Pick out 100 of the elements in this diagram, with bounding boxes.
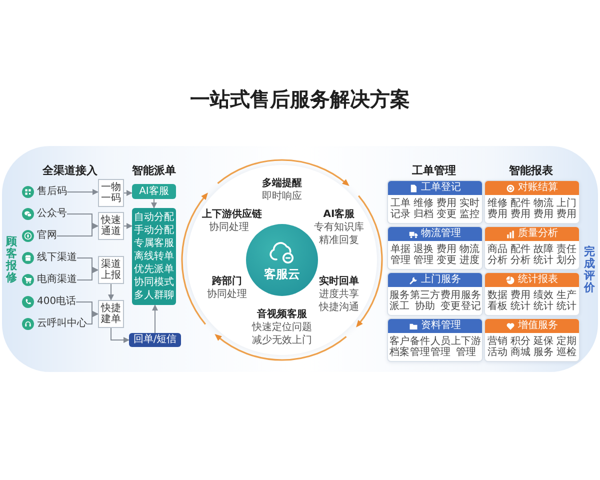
channel-label: 售后码 [37, 186, 67, 198]
side-label: 顾客报修 [6, 236, 17, 284]
arrow [110, 328, 130, 343]
feature-title: 音视频客服 [257, 309, 307, 321]
card-item: 定期巡检 [556, 336, 576, 358]
feature-title: AI客服 [323, 209, 355, 221]
channel-label: 云呼叫中心 [37, 318, 87, 330]
card-item: 积分商城 [510, 336, 530, 358]
card-item: 营销活动 [488, 336, 508, 358]
module-card [484, 318, 580, 362]
column-heading: 智能报表 [509, 163, 553, 178]
card-item: 人员管理 [430, 336, 450, 358]
step-box: 渠道上报 [98, 256, 124, 284]
arrow [124, 190, 132, 196]
arrow [66, 189, 98, 195]
module-card [484, 180, 580, 224]
feature-title: 实时回单 [319, 276, 359, 288]
feature-title: 跨部门 [212, 276, 242, 288]
dispatch-option: 自动分配 [132, 211, 176, 224]
feature-text: 减少无效上门 [252, 335, 312, 347]
channel-label: 官网 [37, 230, 57, 242]
card-item: 物流费用 [534, 198, 554, 220]
arrow [124, 223, 132, 229]
card-item: 维修费用 [488, 198, 508, 220]
dispatch-box: AI客服 [132, 184, 176, 199]
core-title: 客服云 [264, 266, 300, 280]
dispatch-option: 优先派单 [132, 263, 176, 276]
card-item: 上下游管理 [450, 336, 481, 358]
dispatch-option: 手动分配 [132, 224, 176, 237]
card-title: 工单登记 [421, 182, 461, 194]
card-item: 配件费用 [510, 198, 530, 220]
module-card [484, 226, 580, 270]
feature-text: 协同处理 [207, 289, 247, 301]
card-item: 延保服务 [534, 336, 554, 358]
arrow [86, 311, 98, 324]
card-title: 增值服务 [518, 320, 558, 332]
step-box: 快速通道 [98, 212, 124, 240]
column-heading: 全渠道接入 [42, 163, 98, 178]
dispatch-option: 多人群聊 [132, 289, 176, 302]
card-item: 备件管理 [410, 336, 430, 358]
module-card [387, 272, 483, 316]
card-item: 绩效统计 [534, 290, 554, 312]
card-item: 生产统计 [556, 290, 576, 312]
feature-text: 即时响应 [262, 191, 302, 203]
card-item: 商品分析 [488, 244, 508, 266]
arrow [108, 284, 114, 300]
card-title: 物流管理 [421, 228, 461, 240]
module-card [387, 226, 483, 270]
card-item: 费用变更 [436, 244, 456, 266]
feature-text: 协同处理 [209, 222, 249, 234]
module-card [387, 180, 483, 224]
side-label: 完成评价 [584, 246, 595, 294]
arrow [76, 267, 98, 280]
card-item: 第三方协助 [410, 290, 440, 312]
dispatch-option: 协同模式 [132, 276, 176, 289]
dispatch-option: 离线转单 [132, 250, 176, 263]
feature-text: 精准回复 [319, 235, 359, 247]
card-title: 质量分析 [518, 228, 558, 240]
feature-text: 快速定位问题 [252, 322, 312, 334]
card-item: 单据管理 [390, 244, 410, 266]
dispatch-panel [132, 208, 176, 305]
card-item: 实时监控 [460, 198, 480, 220]
card-item: 服务登记 [460, 290, 481, 312]
card-title: 统计报表 [518, 274, 558, 286]
feature-title: 多端提醒 [262, 178, 302, 190]
card-item: 责任划分 [556, 244, 576, 266]
card-item: 物流进度 [460, 244, 480, 266]
card-item: 客户档案 [389, 336, 410, 358]
card-item: 费用变更 [436, 198, 456, 220]
card-item: 退换管理 [414, 244, 434, 266]
arrow [56, 223, 98, 236]
card-item: 上门费用 [556, 198, 576, 220]
feature-text: 快捷沟通 [319, 302, 359, 314]
feature-text: 进度共享 [319, 289, 359, 301]
arrow [151, 198, 157, 208]
feature-text: 专有知识库 [314, 222, 364, 234]
step-box: 一物一码 [98, 179, 124, 207]
dispatch-option: 专属客服 [132, 237, 176, 250]
column-heading: 工单管理 [412, 163, 456, 178]
card-item: 工单记录 [390, 198, 410, 220]
channel-label: 400电话 [37, 296, 76, 308]
card-item: 费用变更 [440, 290, 460, 312]
column-heading: 智能派单 [132, 163, 176, 178]
channel-label: 线下渠道 [37, 252, 77, 264]
card-item: 数据看板 [488, 290, 508, 312]
receipt-box: 回单/短信 [129, 333, 181, 347]
card-item: 服务派工 [389, 290, 410, 312]
card-item: 费用统计 [510, 290, 530, 312]
channel-label: 公众号 [37, 208, 67, 220]
card-title: 对账结算 [518, 182, 558, 194]
card-title: 资料管理 [421, 320, 461, 332]
card-title: 上门服务 [421, 274, 461, 286]
feature-title: 上下游供应链 [202, 209, 262, 221]
card-item: 配件分析 [510, 244, 530, 266]
arrow [152, 304, 158, 334]
step-box: 快捷建单 [98, 300, 124, 328]
card-item: 故障统计 [534, 244, 554, 266]
module-card [387, 318, 483, 362]
module-card [484, 272, 580, 316]
channel-label: 电商渠道 [37, 274, 77, 286]
